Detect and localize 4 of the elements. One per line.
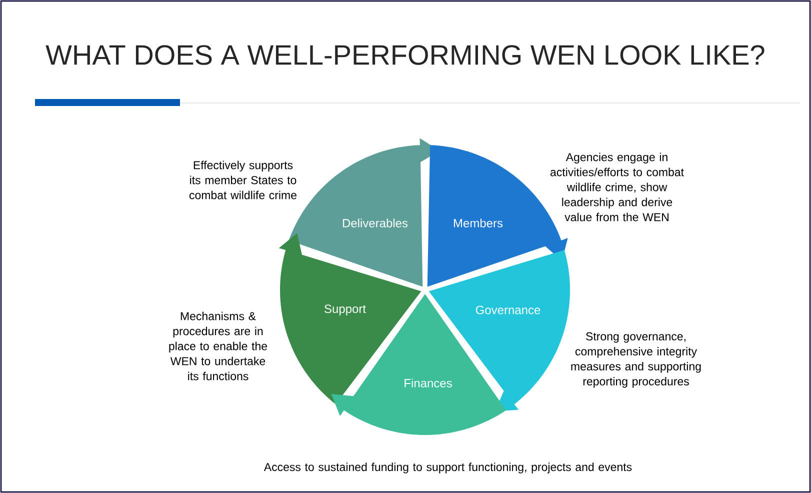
description-text: Access to sustained funding to support functioning, projects and events [264,462,632,474]
description-text: Mechanisms & procedures are in place to enable the WEN to undertake its functions [169,312,267,380]
title: WHAT DOES A WELL-PERFORMING WEN LOOK LIKE? [46,45,764,65]
description-text: Strong governance, comprehensive integrity measures and supporting reporting procedures [571,332,701,388]
